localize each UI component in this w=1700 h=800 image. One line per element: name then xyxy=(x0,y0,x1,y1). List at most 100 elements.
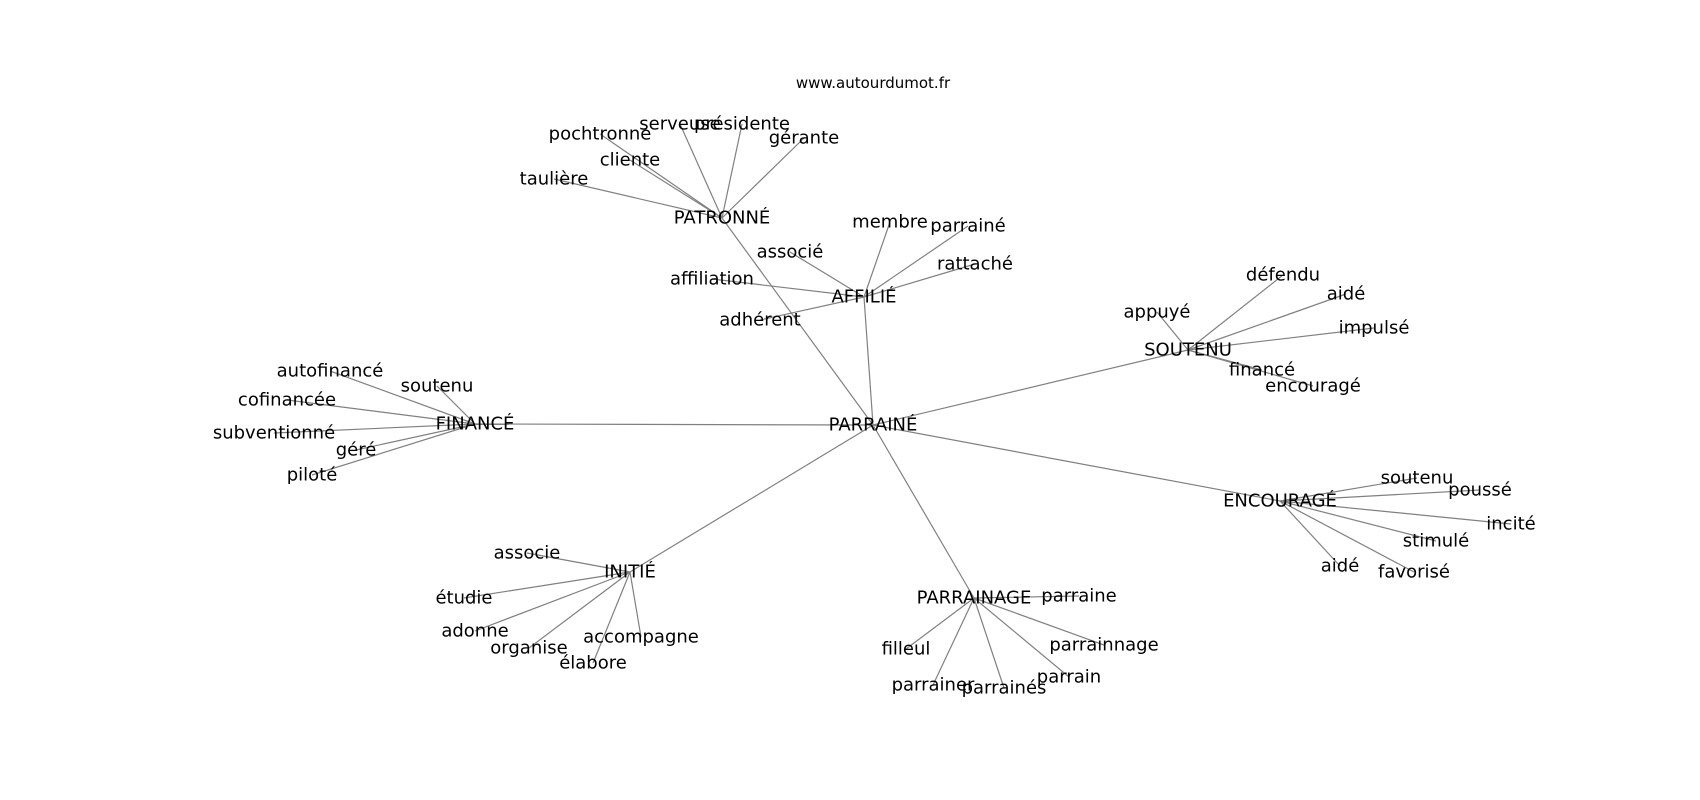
leaf-node: parrainé xyxy=(930,216,1005,237)
edge-patronne-leaf-2 xyxy=(599,133,723,219)
edge-initie-leaf-5 xyxy=(592,571,631,664)
edge-soutenu-leaf-2 xyxy=(1156,311,1189,351)
leaf-node: incité xyxy=(1486,514,1535,535)
edge-encourage-leaf-4 xyxy=(1279,500,1341,567)
edge-initie-leaf-1 xyxy=(463,571,631,599)
hub-node-finance: FINANCÉ xyxy=(436,413,515,435)
leaf-node: aidé xyxy=(1321,556,1360,577)
leaf-node: affiliation xyxy=(670,269,754,290)
leaf-node: soutenu xyxy=(401,376,474,397)
leaf-node: adonne xyxy=(441,621,508,642)
edge-center-patronne xyxy=(721,217,874,426)
edge-finance-leaf-0 xyxy=(329,370,476,425)
leaf-node: étudie xyxy=(435,588,492,609)
edge-encourage-leaf-2 xyxy=(1279,500,1512,525)
leaf-node: élabore xyxy=(559,653,627,674)
leaf-node: soutenu xyxy=(1381,468,1454,489)
edge-finance-leaf-4 xyxy=(355,423,476,451)
leaf-node: défendu xyxy=(1246,265,1320,286)
edge-center-parrainage xyxy=(872,424,975,599)
edge-patronne-leaf-4 xyxy=(629,159,723,219)
leaf-node: parrain xyxy=(1037,667,1101,688)
edge-parrainage-leaf-2 xyxy=(905,597,975,650)
leaf-node: aidé xyxy=(1327,284,1366,305)
edge-finance-leaf-1 xyxy=(436,385,476,425)
leaf-node: impulsé xyxy=(1339,318,1410,339)
hub-node-patronne: PATRONNÉ xyxy=(674,207,771,229)
edge-patronne-leaf-3 xyxy=(721,137,805,219)
edge-finance-leaf-2 xyxy=(286,399,476,425)
edge-encourage-leaf-0 xyxy=(1279,477,1418,502)
leaf-node: stimulé xyxy=(1403,531,1469,552)
leaf-node: associé xyxy=(757,242,824,263)
leaf-node: adhérent xyxy=(719,310,800,331)
edge-soutenu-leaf-0 xyxy=(1187,274,1284,351)
leaf-node: subventionné xyxy=(213,423,335,444)
edge-parrainage-leaf-0 xyxy=(973,595,1080,599)
edge-initie-leaf-2 xyxy=(474,571,631,632)
edge-finance-leaf-5 xyxy=(311,423,476,476)
leaf-node: parrainés xyxy=(962,678,1047,699)
hub-node-affilie: AFFILIÉ xyxy=(831,286,896,308)
leaf-node: poussé xyxy=(1448,480,1512,501)
leaf-node: taulière xyxy=(520,169,589,190)
edge-initie-leaf-0 xyxy=(526,552,631,573)
edge-center-initie xyxy=(629,424,874,573)
leaf-node: accompagne xyxy=(583,627,699,648)
leaf-node: associe xyxy=(494,543,561,564)
edge-soutenu-leaf-3 xyxy=(1187,327,1375,351)
leaf-node: géré xyxy=(336,440,377,461)
edge-affilie-leaf-5 xyxy=(759,296,865,321)
leaf-node: cofinancée xyxy=(238,390,336,411)
edge-parrainage-leaf-5 xyxy=(973,597,1005,689)
edge-initie-leaf-3 xyxy=(629,571,642,638)
hub-node-encourage: ENCOURAGÉ xyxy=(1223,490,1337,512)
edge-parrainage-leaf-3 xyxy=(973,597,1070,678)
edge-center-finance xyxy=(474,423,874,426)
leaf-node: gérante xyxy=(769,128,839,149)
edge-center-encourage xyxy=(872,424,1281,502)
center-node: PARRAINÉ xyxy=(829,414,918,436)
edge-affilie-leaf-4 xyxy=(711,278,865,298)
hub-node-initie: INITIÉ xyxy=(604,561,656,583)
edge-finance-leaf-3 xyxy=(273,423,476,434)
edge-affilie-leaf-1 xyxy=(863,225,969,298)
edge-patronne-leaf-0 xyxy=(679,123,723,219)
leaf-node: financé xyxy=(1229,360,1295,381)
leaf-node: piloté xyxy=(287,465,338,486)
edges xyxy=(273,123,1512,689)
edge-affilie-leaf-2 xyxy=(789,251,865,298)
site-url: www.autourdumot.fr xyxy=(796,74,951,92)
edge-encourage-leaf-1 xyxy=(1279,489,1481,502)
leaf-node: rattaché xyxy=(937,254,1013,275)
edge-affilie-leaf-0 xyxy=(863,221,891,298)
leaf-node: parraine xyxy=(1041,586,1116,607)
edge-parrainage-leaf-1 xyxy=(973,597,1105,646)
edge-center-soutenu xyxy=(872,349,1189,426)
leaf-node: présidente xyxy=(694,114,790,135)
edge-patronne-leaf-1 xyxy=(721,123,743,219)
hub-node-soutenu: SOUTENU xyxy=(1144,340,1232,361)
leaf-node: favorisé xyxy=(1378,562,1450,583)
leaf-node: autofinancé xyxy=(277,361,384,382)
leaf-node: cliente xyxy=(600,150,661,171)
edge-parrainage-leaf-4 xyxy=(932,597,975,686)
hub-node-parrainage: PARRAINAGE xyxy=(917,588,1032,609)
edge-affilie-leaf-3 xyxy=(863,263,976,298)
leaf-node: parrainer xyxy=(892,675,975,696)
leaf-node: membre xyxy=(852,212,928,233)
edge-initie-leaf-4 xyxy=(528,571,631,649)
leaf-node: parrainnage xyxy=(1049,635,1158,656)
leaf-node: filleul xyxy=(882,639,931,660)
edge-center-affilie xyxy=(863,296,874,426)
leaf-node: encouragé xyxy=(1265,376,1361,397)
edge-encourage-leaf-3 xyxy=(1279,500,1437,542)
edge-patronne-leaf-5 xyxy=(553,178,723,219)
edge-encourage-leaf-5 xyxy=(1279,500,1415,573)
leaf-node: appuyé xyxy=(1123,302,1190,323)
edge-soutenu-leaf-1 xyxy=(1187,293,1347,351)
edge-soutenu-leaf-5 xyxy=(1187,349,1314,387)
leaf-node: pochtronne xyxy=(549,124,652,145)
